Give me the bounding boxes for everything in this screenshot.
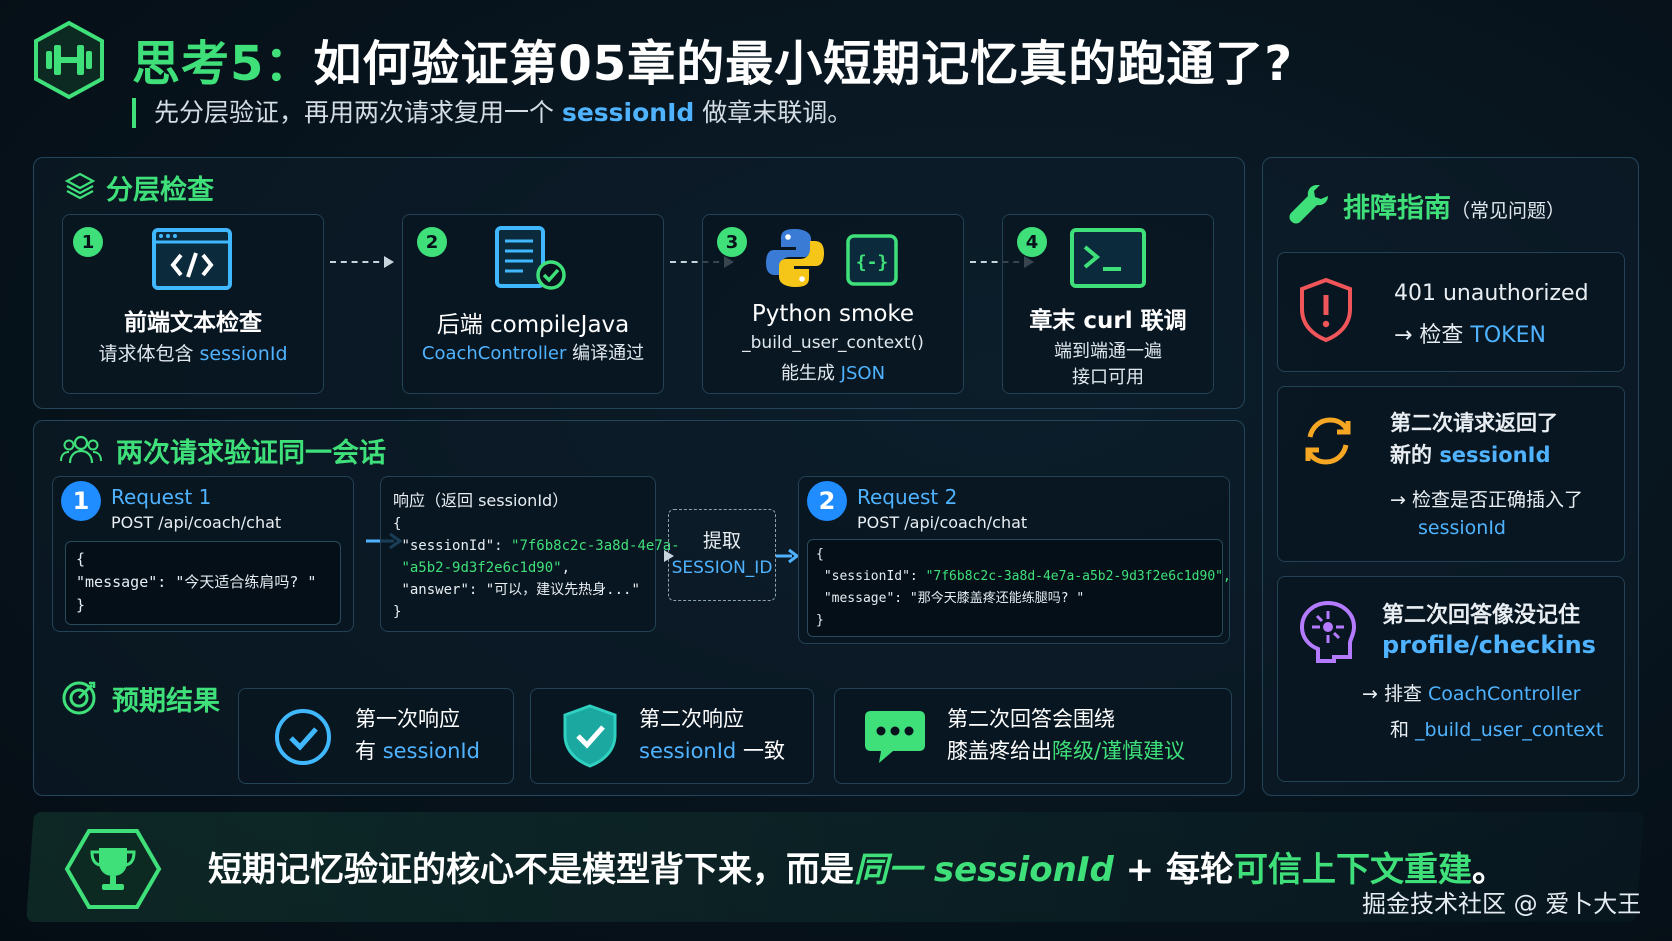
response-label: 响应（返回 sessionId） xyxy=(393,491,569,510)
watermark: 掘金技术社区 @ 爱卜大王 xyxy=(1362,890,1642,918)
trouble-card-no-memory: 第二次回答像没记住 profile/checkins → 排查 CoachCon… xyxy=(1277,576,1625,782)
request-1-body: { "message": "今天适合练肩吗? " } xyxy=(65,541,341,625)
small-arrow-icon xyxy=(664,550,674,562)
json-braces-icon: {-} xyxy=(846,234,898,286)
request-endpoint: POST /api/coach/chat xyxy=(857,513,1028,532)
summary-text: 短期记忆验证的核心不是模型背下来，而是同一 sessionId + 每轮可信上下… xyxy=(208,850,1506,890)
request-1-card: 1 Request 1 POST /api/coach/chat { "mess… xyxy=(52,476,354,632)
dumbbell-hex-icon xyxy=(34,20,104,100)
request-label: Request 2 xyxy=(857,485,958,509)
target-check-icon xyxy=(62,681,96,715)
wrench-icon xyxy=(1289,185,1328,224)
step-detail: 请求体包含 sessionId xyxy=(98,343,288,365)
expected-card-1: 第一次响应 有 sessionId xyxy=(238,688,514,784)
users-icon xyxy=(60,435,102,464)
request-label: Request 1 xyxy=(111,485,212,509)
python-logo-icon xyxy=(766,229,824,287)
shield-check-icon xyxy=(563,704,617,768)
request-endpoint: POST /api/coach/chat xyxy=(111,513,282,532)
page-title: 思考5：如何验证第05章的最小短期记忆真的跑通了? xyxy=(132,36,1294,92)
code-window-icon xyxy=(152,228,232,290)
shield-alert-icon xyxy=(1300,277,1352,343)
chat-bubble-icon xyxy=(865,711,925,763)
step-card-backend: 2 后端 compileJava CoachController 编译通过 xyxy=(402,214,664,394)
request-2-body: { "sessionId": "7f6b8c2c-3a8d-4e7a-a5b2-… xyxy=(807,539,1231,637)
request-number-badge: 1 xyxy=(61,481,101,521)
layer-check-panel: 分层检查 1 前端文本检查 请求体包含 sessionId 2 后端 compi… xyxy=(33,157,1245,409)
check-circle-icon xyxy=(275,709,331,765)
layer-section-title: 分层检查 xyxy=(106,175,214,206)
response-card: 响应（返回 sessionId） { "sessionId": "7f6b8c2… xyxy=(380,476,680,632)
step-detail-2: 能生成 JSON xyxy=(780,363,886,384)
troubleshoot-title: 排障指南（常见问题） xyxy=(1343,193,1566,224)
trouble-card-401: 401 unauthorized → 检查 TOKEN xyxy=(1277,252,1625,372)
step-detail: 端到端通一遍 xyxy=(1054,341,1162,362)
request-2-card: 2 Request 2 POST /api/coach/chat { "sess… xyxy=(798,476,1231,644)
step-detail: _build_user_context() xyxy=(742,333,924,353)
arrow-right-icon xyxy=(776,548,800,564)
page-subtitle: 先分层验证，再用两次请求复用一个 sessionId 做章末联调。 xyxy=(132,98,852,128)
step-number: 3 xyxy=(717,227,747,257)
layers-icon xyxy=(64,172,96,200)
expected-section-title: 预期结果 xyxy=(112,686,220,717)
refresh-icon xyxy=(1305,417,1351,465)
step-card-curl: 4 章末 curl 联调 端到端通一遍 接口可用 xyxy=(1002,214,1214,394)
step-number: 4 xyxy=(1017,227,1047,257)
step-card-frontend: 1 前端文本检查 请求体包含 sessionId xyxy=(62,214,324,394)
flow-arrow xyxy=(330,256,394,268)
step-number: 1 xyxy=(73,227,103,257)
step-card-python: 3 {-} Python smoke _build_user_context()… xyxy=(702,214,964,394)
step-title: 章末 curl 联调 xyxy=(1029,308,1187,334)
extract-session-box: 提取 SESSION_ID xyxy=(668,509,776,601)
step-title: 后端 compileJava xyxy=(436,312,630,338)
expected-card-3: 第二次回答会围绕 膝盖疼给出降级/谨慎建议 xyxy=(834,688,1232,784)
twice-section-title: 两次请求验证同一会话 xyxy=(116,438,386,469)
expected-card-2: 第二次响应 sessionId 一致 xyxy=(530,688,814,784)
response-body: { "sessionId": "7f6b8c2c-3a8d-4e7a- "a5b… xyxy=(393,516,680,620)
step-detail-2: 接口可用 xyxy=(1072,367,1144,388)
step-number: 2 xyxy=(417,227,447,257)
step-title: 前端文本检查 xyxy=(124,310,262,336)
request-number-badge: 2 xyxy=(807,481,847,521)
svg-text:{-}: {-} xyxy=(856,252,889,273)
step-detail: CoachController 编译通过 xyxy=(421,343,645,364)
trouble-card-new-session: 第二次请求返回了 新的 sessionId → 检查是否正确插入了 sessio… xyxy=(1277,386,1625,562)
checklist-doc-icon xyxy=(495,226,566,290)
step-title: Python smoke xyxy=(751,301,915,327)
trophy-hex-icon xyxy=(64,829,162,909)
terminal-icon xyxy=(1070,228,1146,288)
troubleshoot-panel: 排障指南（常见问题） 401 unauthorized → 检查 TOKEN 第… xyxy=(1262,157,1639,796)
brain-head-icon xyxy=(1299,600,1357,663)
